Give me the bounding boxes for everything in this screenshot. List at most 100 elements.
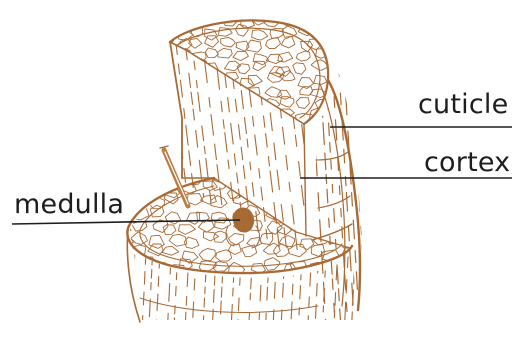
fiber-texture: [292, 284, 293, 294]
fiber-texture: [295, 135, 296, 146]
fiber-texture: [288, 72, 290, 90]
fiber-texture: [246, 252, 247, 263]
fiber-texture: [228, 160, 229, 168]
fiber-texture: [125, 292, 126, 304]
fiber-texture: [144, 272, 145, 285]
fiber-texture: [175, 96, 177, 108]
cell-texture: [311, 245, 324, 257]
fiber-texture: [255, 135, 257, 155]
cell-texture: [240, 78, 255, 88]
fiber-texture: [346, 280, 347, 293]
cell-texture: [227, 188, 243, 199]
fiber-texture: [174, 318, 175, 332]
fiber-texture: [368, 193, 369, 212]
fiber-texture: [309, 181, 310, 192]
fiber-texture: [228, 98, 230, 113]
fiber-texture: [262, 247, 263, 258]
cell-texture: [137, 170, 152, 182]
fiber-texture: [350, 249, 351, 271]
fiber-texture: [264, 116, 265, 127]
fiber-texture: [348, 226, 349, 241]
fiber-texture: [339, 186, 340, 195]
fiber-texture: [194, 279, 195, 290]
fiber-texture: [297, 88, 299, 100]
cell-texture: [263, 243, 280, 254]
cell-texture: [281, 36, 295, 48]
cell-texture: [179, 225, 196, 235]
cell-texture: [279, 236, 294, 247]
fiber-texture: [186, 125, 188, 145]
fiber-texture: [205, 63, 207, 83]
cell-texture: [264, 258, 280, 271]
cell-texture: [266, 38, 281, 49]
cell-texture: [345, 187, 361, 198]
cell-texture: [174, 14, 185, 26]
fiber-texture: [274, 143, 276, 160]
fiber-texture: [277, 170, 279, 189]
cell-texture: [308, 179, 326, 190]
fiber-texture: [371, 245, 372, 265]
fiber-texture: [364, 270, 365, 280]
cell-texture: [198, 221, 214, 233]
cell-texture: [265, 87, 282, 98]
fiber-texture: [239, 125, 241, 140]
fiber-texture: [295, 230, 297, 249]
fiber-texture: [309, 297, 310, 308]
fiber-texture: [336, 120, 337, 140]
cell-texture: [241, 17, 255, 28]
fiber-texture: [214, 276, 215, 286]
cell-texture: [266, 111, 280, 122]
fiber-texture: [189, 151, 191, 166]
fiber-texture: [259, 313, 260, 324]
cell-texture: [204, 12, 220, 21]
cell-texture: [266, 54, 283, 63]
medulla-label: medulla: [14, 191, 124, 218]
fiber-texture: [281, 310, 282, 328]
fiber-texture: [234, 254, 235, 263]
cell-texture: [296, 98, 309, 109]
fiber-texture: [334, 209, 335, 222]
fiber-texture: [344, 149, 345, 163]
fiber-texture: [249, 91, 251, 107]
cell-texture: [328, 172, 342, 181]
fiber-texture: [224, 69, 226, 87]
fiber-texture: [330, 226, 331, 235]
cell-texture: [160, 85, 172, 96]
fiber-texture: [202, 37, 204, 53]
fiber-texture: [330, 143, 331, 153]
fiber-texture: [317, 283, 318, 296]
fiber-texture: [126, 268, 127, 282]
cell-texture: [264, 196, 278, 206]
fiber-texture: [189, 73, 191, 87]
fiber-texture: [206, 159, 208, 179]
fiber-texture: [325, 153, 326, 170]
fiber-texture: [180, 80, 182, 97]
fiber-texture: [222, 210, 224, 229]
fiber-texture: [326, 175, 327, 184]
fiber-texture: [168, 313, 169, 324]
fiber-texture: [315, 136, 316, 147]
fiber-texture: [294, 248, 295, 259]
cell-texture: [261, 186, 276, 198]
fiber-texture: [245, 118, 247, 134]
fiber-texture: [225, 133, 227, 152]
fiber-texture: [270, 113, 272, 131]
fiber-texture: [171, 247, 172, 259]
cell-texture: [324, 220, 339, 231]
fiber-texture: [310, 270, 311, 286]
fiber-texture: [261, 94, 262, 105]
fiber-texture: [134, 255, 135, 266]
fiber-texture: [369, 218, 370, 239]
fiber-texture: [299, 105, 300, 115]
fiber-texture: [346, 193, 347, 212]
fiber-texture: [269, 251, 270, 265]
fiber-texture: [299, 162, 301, 177]
fiber-texture: [327, 189, 328, 203]
fiber-texture: [217, 165, 219, 180]
cell-texture: [246, 181, 261, 192]
fiber-texture: [336, 265, 337, 280]
fiber-texture: [259, 169, 260, 178]
fiber-texture: [329, 123, 330, 136]
cell-texture: [160, 16, 175, 25]
fiber-texture: [355, 251, 356, 263]
